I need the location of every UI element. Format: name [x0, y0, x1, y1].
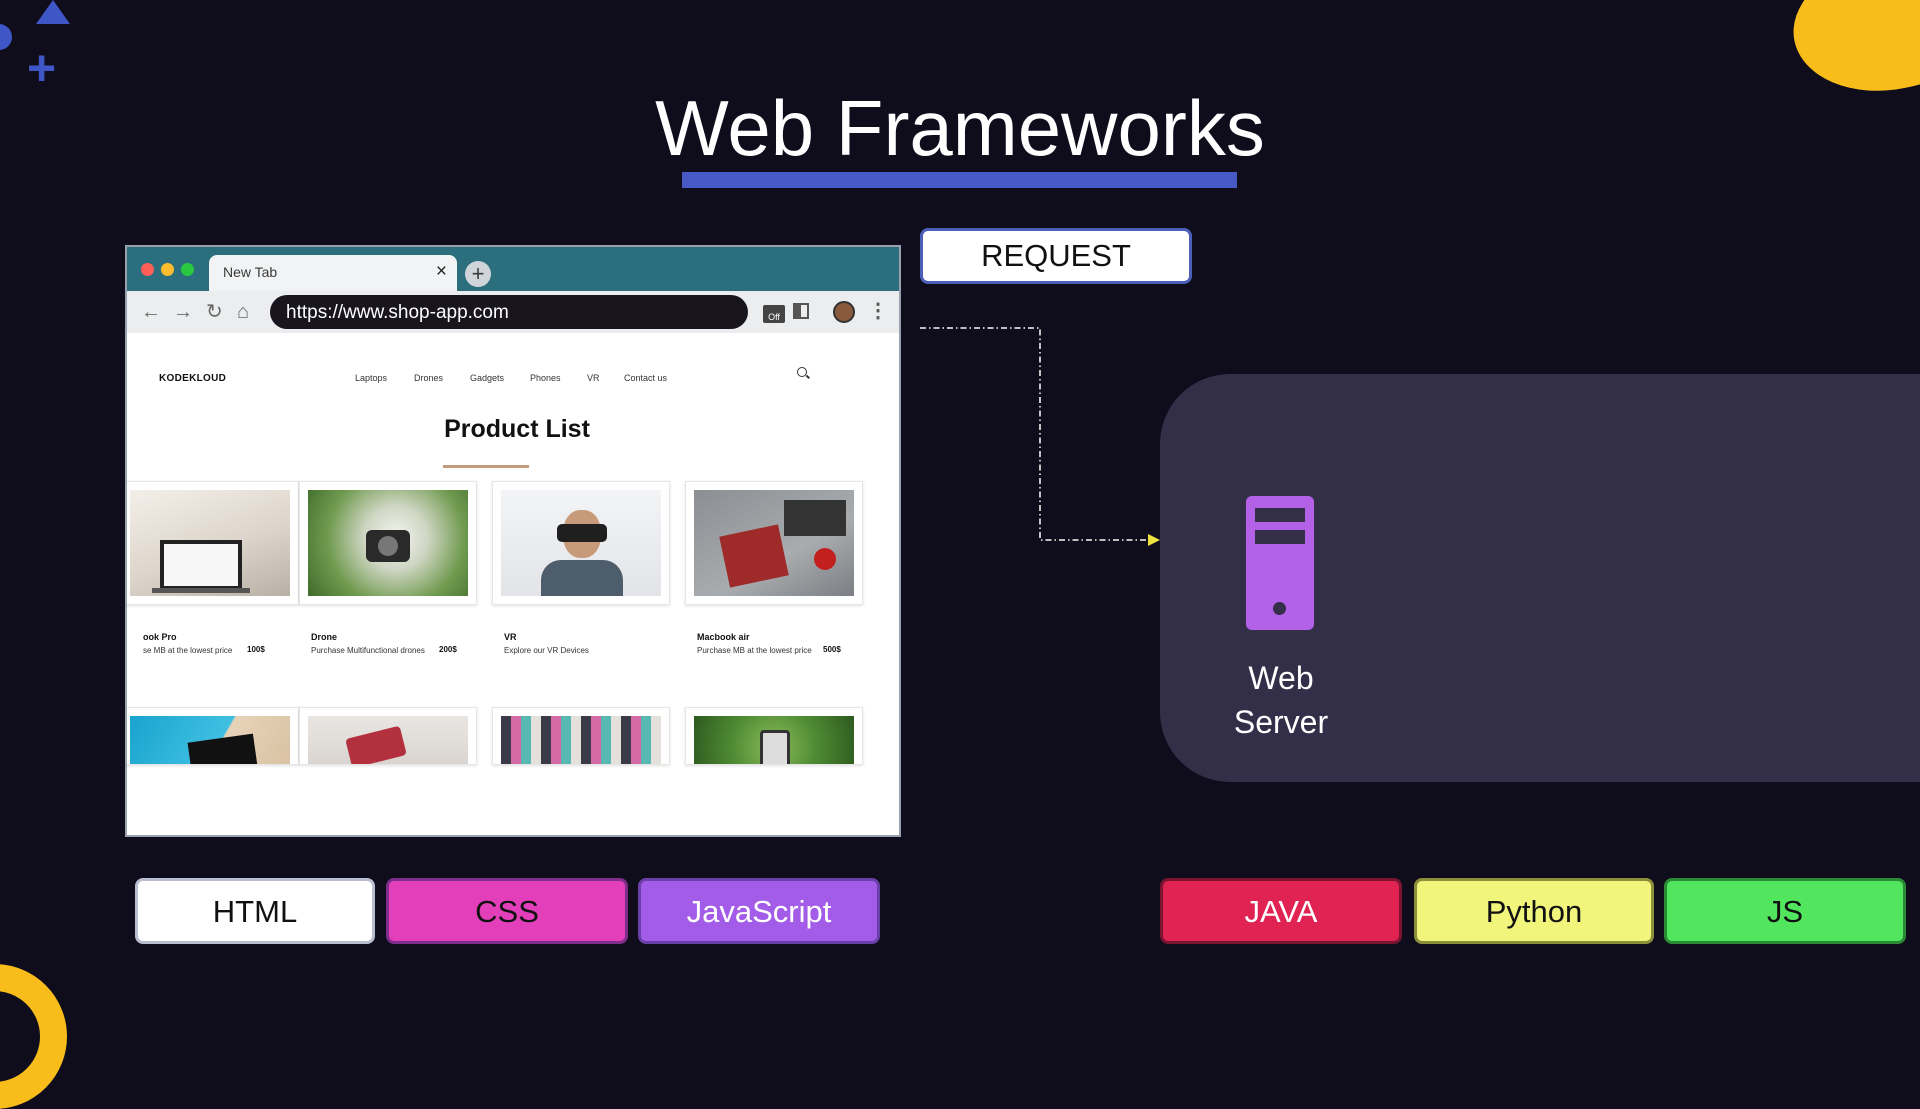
product-card-vr[interactable] — [492, 481, 670, 605]
window-maximize-button[interactable] — [181, 263, 194, 276]
product-price: 100$ — [247, 645, 265, 654]
decorative-triangle — [36, 0, 70, 24]
browser-tab[interactable]: New Tab × — [209, 255, 457, 291]
product-card-tablet[interactable] — [127, 707, 299, 765]
product-price: 200$ — [439, 645, 457, 654]
heading-underline — [443, 465, 529, 468]
decorative-circle — [0, 24, 12, 50]
javascript-badge: JavaScript — [638, 878, 880, 944]
product-image-laptop — [130, 490, 290, 596]
server-label-line1: Web — [1248, 660, 1314, 696]
product-image-drone — [308, 490, 468, 596]
css-badge: CSS — [386, 878, 628, 944]
product-image-vr — [501, 490, 661, 596]
nav-link-phones[interactable]: Phones — [530, 373, 561, 383]
reload-icon[interactable]: ↻ — [206, 301, 223, 323]
new-tab-button[interactable]: + — [465, 261, 491, 287]
nav-link-vr[interactable]: VR — [587, 373, 600, 383]
js-badge: JS — [1664, 878, 1906, 944]
java-badge: JAVA — [1160, 878, 1402, 944]
product-card-smartphone[interactable] — [685, 707, 863, 765]
product-name: Drone — [311, 632, 338, 642]
server-label: Web Server — [1180, 656, 1382, 744]
request-arrow — [920, 327, 1160, 546]
product-card-phone-cases[interactable] — [492, 707, 670, 765]
browser-tab-bar: New Tab × + — [127, 247, 899, 291]
nav-link-laptops[interactable]: Laptops — [355, 373, 388, 383]
html-badge: HTML — [135, 878, 375, 944]
product-description: Purchase MB at the lowest price — [697, 646, 812, 655]
product-image-notebook — [694, 490, 854, 596]
home-icon[interactable]: ⌂ — [237, 301, 250, 323]
server-label-line2: Server — [1233, 704, 1329, 740]
product-description: Purchase Multifunctional drones — [311, 646, 425, 655]
site-logo[interactable]: KODEKLOUD — [159, 373, 227, 384]
product-name: VR — [504, 632, 517, 642]
title-underline — [682, 172, 1237, 188]
product-list-heading: Product List — [444, 415, 590, 443]
product-image-smartphone — [694, 716, 854, 764]
product-card-macbook-air[interactable] — [685, 481, 863, 605]
forward-arrow-icon[interactable]: → — [173, 301, 193, 323]
tab-title: New Tab — [223, 264, 278, 280]
address-bar[interactable]: https://www.shop-app.com — [270, 295, 748, 329]
product-image-tablet — [130, 716, 290, 764]
side-panel-icon[interactable] — [793, 303, 809, 319]
url-text: https://www.shop-app.com — [286, 302, 509, 323]
product-price: 500$ — [823, 645, 841, 654]
nav-link-gadgets[interactable]: Gadgets — [470, 373, 505, 383]
product-description: se MB at the lowest price — [143, 646, 233, 655]
product-image-phone — [308, 716, 468, 764]
profile-avatar[interactable] — [833, 301, 855, 323]
back-arrow-icon[interactable]: ← — [141, 301, 161, 323]
product-name: Macbook air — [697, 632, 750, 642]
product-description: Explore our VR Devices — [504, 646, 589, 655]
product-card-macbook-pro[interactable] — [127, 481, 299, 605]
window-close-button[interactable] — [141, 263, 154, 276]
product-card-drone[interactable] — [299, 481, 477, 605]
product-image-phone-cases — [501, 716, 661, 764]
browser-window: New Tab × + ← → ↻ ⌂ https://www.shop-app… — [125, 245, 901, 837]
extension-icon[interactable]: Off — [763, 305, 785, 323]
nav-link-contact[interactable]: Contact us — [624, 373, 668, 383]
decorative-blob — [1781, 0, 1920, 109]
browser-toolbar: ← → ↻ ⌂ https://www.shop-app.com Off ⋮ — [127, 291, 899, 333]
python-badge: Python — [1414, 878, 1654, 944]
request-label: REQUEST — [920, 228, 1192, 284]
slide-title: Web Frameworks — [655, 84, 1265, 172]
decorative-ring — [0, 964, 67, 1109]
decorative-plus-icon: + — [27, 40, 57, 96]
tab-close-icon[interactable]: × — [435, 261, 447, 282]
nav-link-drones[interactable]: Drones — [414, 373, 444, 383]
web-page: KODEKLOUD Laptops Drones Gadgets Phones … — [127, 333, 899, 833]
product-card-phone[interactable] — [299, 707, 477, 765]
server-icon — [1246, 496, 1314, 630]
search-icon[interactable] — [797, 367, 807, 377]
browser-menu-icon[interactable]: ⋮ — [868, 300, 888, 322]
product-name: ook Pro — [143, 632, 177, 642]
window-minimize-button[interactable] — [161, 263, 174, 276]
